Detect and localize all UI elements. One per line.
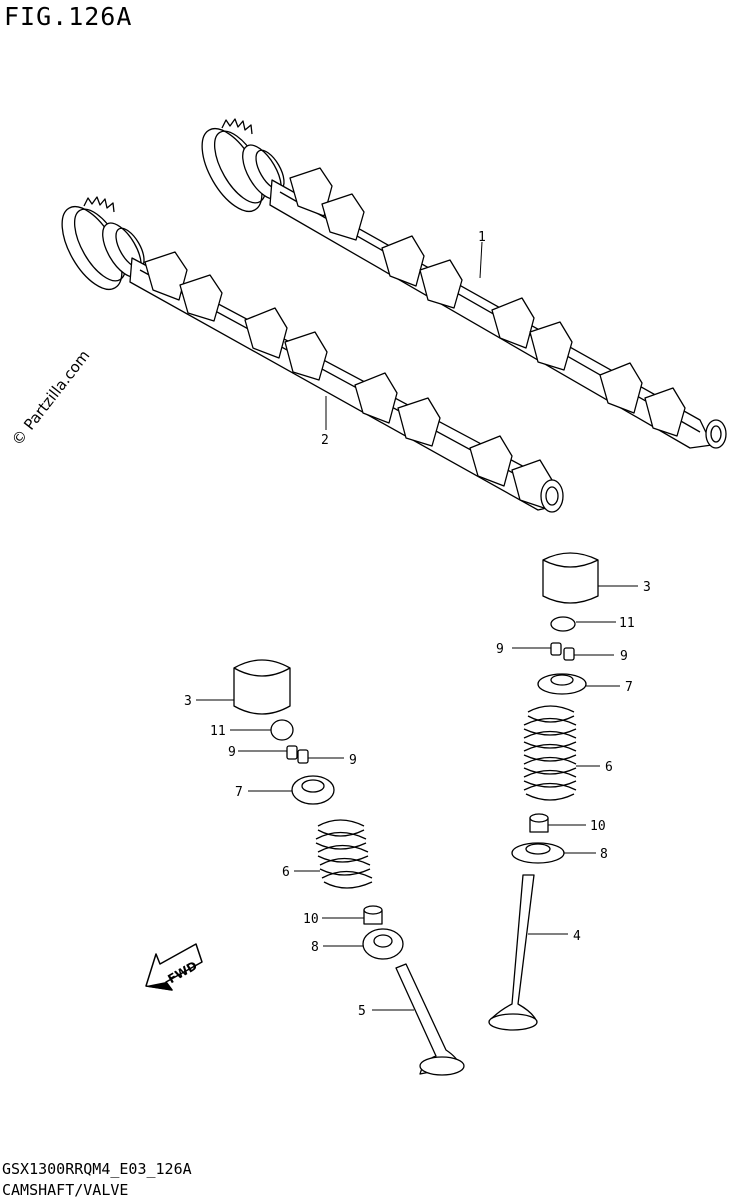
- tappet-left[interactable]: [233, 659, 291, 715]
- callout-2: 2: [321, 433, 329, 448]
- valve-seal-right[interactable]: [529, 813, 549, 833]
- valve-right[interactable]: [488, 874, 538, 1031]
- callout-9-left-a: 9: [228, 745, 236, 760]
- cotter-left[interactable]: [286, 745, 309, 764]
- callout-11-right: 11: [619, 616, 635, 631]
- spring-right[interactable]: [523, 705, 577, 801]
- callout-9-left-b: 9: [349, 753, 357, 768]
- callout-7-right: 7: [625, 680, 633, 695]
- callout-6-right: 6: [605, 760, 613, 775]
- retainer-left[interactable]: [291, 775, 335, 805]
- spring-seat-right[interactable]: [511, 842, 565, 864]
- forward-arrow-icon: [145, 943, 203, 991]
- callout-8-left: 8: [311, 940, 319, 955]
- callout-7-left: 7: [235, 785, 243, 800]
- valve-left[interactable]: [395, 963, 465, 1076]
- shim-left[interactable]: [270, 719, 294, 741]
- callout-1: 1: [478, 230, 486, 245]
- valve-seal-left[interactable]: [363, 905, 383, 925]
- shim-right[interactable]: [550, 616, 576, 632]
- callout-3-left: 3: [184, 694, 192, 709]
- figure-code: GSX1300RRQM4_E03_126A: [2, 1160, 192, 1178]
- callout-10-left: 10: [303, 912, 319, 927]
- callout-9-right-b: 9: [620, 649, 628, 664]
- callout-11-left: 11: [210, 724, 226, 739]
- camshaft-exhaust[interactable]: [190, 118, 727, 449]
- spring-seat-left[interactable]: [362, 928, 404, 960]
- callout-6-left: 6: [282, 865, 290, 880]
- callout-4: 4: [573, 929, 581, 944]
- spring-left[interactable]: [315, 819, 373, 889]
- figure-title: FIG.126A: [4, 2, 133, 31]
- retainer-right[interactable]: [537, 673, 587, 695]
- callout-5: 5: [358, 1004, 366, 1019]
- figure-name: CAMSHAFT/VALVE: [2, 1181, 129, 1199]
- callout-8-right: 8: [600, 847, 608, 862]
- callout-9-right-a: 9: [496, 642, 504, 657]
- tappet-right[interactable]: [542, 552, 599, 604]
- camshaft-intake[interactable]: [50, 196, 564, 513]
- cotter-right[interactable]: [550, 642, 575, 661]
- callout-3-right: 3: [643, 580, 651, 595]
- callout-10-right: 10: [590, 819, 606, 834]
